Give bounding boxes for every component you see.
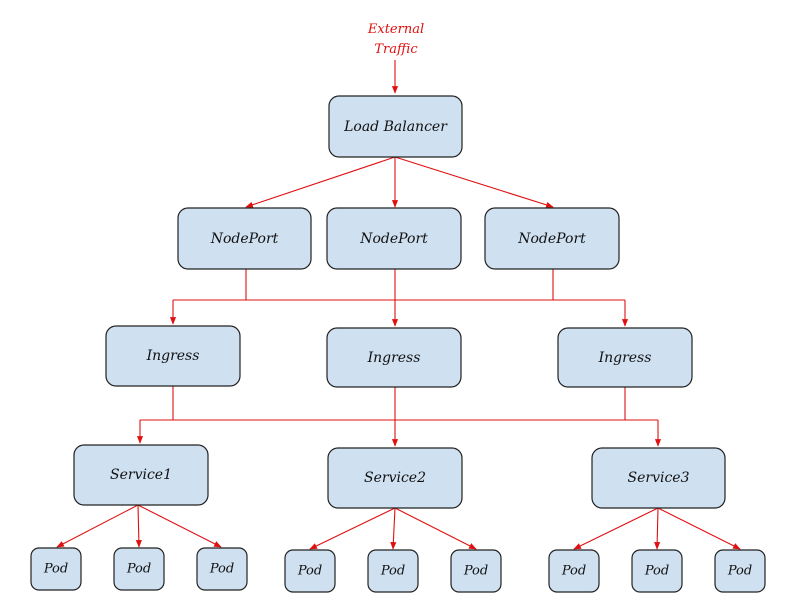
- pod-box: [367, 549, 419, 593]
- nodeport-label: NodePort: [359, 231, 428, 247]
- pod-label: Pod: [644, 564, 669, 579]
- edge-service-2-pod-2: [390, 507, 397, 550]
- edge-lb-nodeport-1: [245, 156, 396, 208]
- service-node-3[interactable]: Service3: [591, 447, 726, 509]
- edge-service-3-pod-2: [654, 507, 661, 550]
- ingress-label: Ingress: [598, 350, 652, 366]
- load-balancer-node[interactable]: Load Balancer: [328, 95, 463, 158]
- pod-node-1[interactable]: Pod: [30, 547, 82, 591]
- pod-box: [30, 547, 82, 591]
- ingress-box: [557, 327, 693, 388]
- nodeport-box: [177, 207, 312, 270]
- edge-service-2-pod-3: [394, 507, 477, 550]
- service-box: [73, 444, 209, 506]
- nodeport-node-2[interactable]: NodePort: [326, 207, 462, 270]
- nodeport-node-3[interactable]: NodePort: [484, 207, 620, 270]
- pod-label: Pod: [380, 564, 405, 579]
- pod-node-8[interactable]: Pod: [631, 549, 683, 593]
- ingress-label: Ingress: [367, 350, 421, 366]
- edge-service-1-pod-3: [137, 504, 222, 548]
- pod-label: Pod: [727, 564, 752, 579]
- external-traffic-label-line2: Traffic: [374, 42, 418, 57]
- pod-node-9[interactable]: Pod: [714, 549, 766, 593]
- pod-box: [450, 549, 502, 593]
- service-node-1[interactable]: Service1: [73, 444, 209, 506]
- nodeport-label: NodePort: [517, 231, 586, 247]
- pod-label: Pod: [43, 562, 68, 577]
- ingress-node-1[interactable]: Ingress: [105, 325, 241, 387]
- service-box: [327, 447, 463, 509]
- load-balancer-label: Load Balancer: [343, 119, 448, 135]
- nodeport-label: NodePort: [210, 231, 279, 247]
- nodeport-node-1[interactable]: NodePort: [177, 207, 312, 270]
- pod-node-5[interactable]: Pod: [367, 549, 419, 593]
- edge-service-2-pod-1: [309, 507, 396, 550]
- pod-box: [284, 549, 336, 593]
- pod-box: [196, 547, 248, 591]
- edge-lb-nodeport-3: [394, 156, 554, 208]
- pod-box: [113, 547, 165, 591]
- ingress-node-3[interactable]: Ingress: [557, 327, 693, 388]
- pod-node-6[interactable]: Pod: [450, 549, 502, 593]
- pod-label: Pod: [463, 564, 488, 579]
- pod-label: Pod: [209, 562, 234, 577]
- service-node-2[interactable]: Service2: [327, 447, 463, 509]
- pod-node-4[interactable]: Pod: [284, 549, 336, 593]
- edge-service-1-pod-1: [56, 504, 139, 548]
- load-balancer-box: [328, 95, 463, 158]
- pod-node-7[interactable]: Pod: [548, 549, 600, 593]
- edges: [56, 60, 741, 550]
- service-label: Service3: [628, 470, 690, 486]
- ingress-node-2[interactable]: Ingress: [326, 327, 462, 388]
- pod-label: Pod: [297, 564, 322, 579]
- edge-service-3-pod-1: [573, 507, 659, 550]
- ingress-label: Ingress: [146, 348, 200, 364]
- pod-box: [548, 549, 600, 593]
- service-box: [591, 447, 726, 509]
- service-label: Service1: [110, 467, 172, 483]
- pod-node-3[interactable]: Pod: [196, 547, 248, 591]
- pod-node-2[interactable]: Pod: [113, 547, 165, 591]
- ingress-box: [105, 325, 241, 387]
- nodeport-box: [326, 207, 462, 270]
- pod-label: Pod: [561, 564, 586, 579]
- external-traffic-label-line1: External: [367, 22, 424, 37]
- edge-service-1-pod-2: [135, 504, 142, 548]
- edge-service-3-pod-3: [657, 507, 741, 550]
- pod-box: [631, 549, 683, 593]
- nodeport-box: [484, 207, 620, 270]
- pod-label: Pod: [126, 562, 151, 577]
- service-label: Service2: [364, 470, 426, 486]
- ingress-box: [326, 327, 462, 388]
- pod-box: [714, 549, 766, 593]
